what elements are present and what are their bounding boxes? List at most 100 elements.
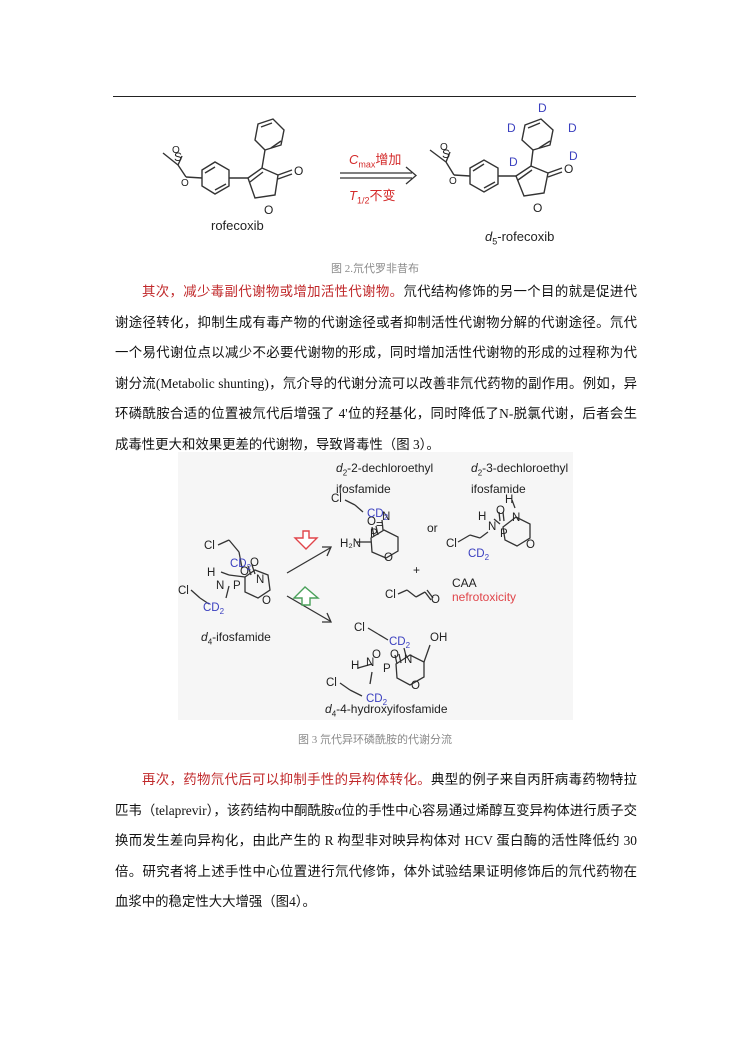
svg-text:O: O xyxy=(172,145,180,156)
svg-text:CD2: CD2 xyxy=(468,548,490,562)
d5-rofecoxib-label: d5-rofecoxib xyxy=(485,229,554,247)
svg-text:O: O xyxy=(449,176,457,187)
svg-text:N: N xyxy=(488,521,496,533)
thalf-text: 不变 xyxy=(369,188,396,203)
svg-text:O: O xyxy=(250,557,259,569)
svg-text:O: O xyxy=(262,595,271,607)
svg-text:Cl: Cl xyxy=(326,677,337,689)
d2-2-prefix: d xyxy=(336,461,343,475)
label-d2-3-dechloroethyl: d2-3-dechloroethyl ifosfamide xyxy=(471,460,568,497)
svg-text:S: S xyxy=(174,150,182,164)
svg-text:OH: OH xyxy=(430,632,447,644)
svg-text:CD2: CD2 xyxy=(389,636,411,650)
svg-text:O: O xyxy=(384,552,393,564)
svg-text:S: S xyxy=(442,147,450,161)
d2-3-ifosfamide: ifosfamide xyxy=(471,482,526,497)
paragraph-chiral-isomer: 再次，药物氘代后可以抑制手性的异构体转化。典型的例子来自丙肝病毒药物特拉匹韦（t… xyxy=(115,765,637,918)
svg-text:D: D xyxy=(509,155,518,169)
paragraph-metabolic-shunting: 其次，减少毒副代谢物或增加活性代谢物。氘代结构修饰的另一个目的就是促进代谢途径转… xyxy=(115,277,637,460)
nephrotoxicity-label: nefrotoxicity xyxy=(452,590,517,604)
svg-text:CD2: CD2 xyxy=(230,558,252,572)
svg-text:P: P xyxy=(500,528,508,540)
svg-text:O: O xyxy=(367,516,376,528)
svg-text:N: N xyxy=(512,512,520,524)
svg-text:Cl: Cl xyxy=(446,538,457,550)
svg-text:N: N xyxy=(216,580,224,592)
d4h-sub: 4 xyxy=(331,709,337,719)
d2-2-text: -2-dechloroethyl xyxy=(347,461,434,475)
svg-text:O: O xyxy=(440,142,448,153)
svg-text:N: N xyxy=(256,574,264,586)
svg-text:H₂N: H₂N xyxy=(340,538,361,550)
paragraph1-highlight: 其次，减少毒副代谢物或增加活性代谢物。 xyxy=(142,284,404,299)
svg-text:O: O xyxy=(496,505,505,517)
svg-text:P: P xyxy=(233,580,241,592)
svg-text:H: H xyxy=(207,567,215,579)
d2-3-sub: 2 xyxy=(477,468,483,478)
svg-text:O: O xyxy=(431,594,440,606)
cmax-sub: max xyxy=(358,159,376,170)
svg-text:O: O xyxy=(240,566,249,578)
svg-text:O: O xyxy=(372,649,381,661)
svg-text:N: N xyxy=(382,511,390,523)
svg-text:CD2: CD2 xyxy=(366,693,388,707)
d5-suffix: -rofecoxib xyxy=(497,229,555,244)
svg-text:O: O xyxy=(564,162,573,176)
d2-3-text: -3-dechloroethyl xyxy=(482,461,569,475)
cmax-c: C xyxy=(349,152,359,167)
svg-text:P: P xyxy=(383,663,391,675)
svg-text:D: D xyxy=(569,149,578,163)
svg-text:Cl: Cl xyxy=(385,589,396,601)
thalf-sub: 1/2 xyxy=(356,195,370,206)
svg-text:D: D xyxy=(538,101,547,115)
svg-text:Cl: Cl xyxy=(331,493,342,505)
svg-text:CD2: CD2 xyxy=(203,602,225,616)
svg-text:Cl: Cl xyxy=(178,585,189,597)
svg-text:H: H xyxy=(478,511,486,523)
svg-text:=: = xyxy=(376,519,383,531)
svg-text:H: H xyxy=(505,494,513,506)
paragraph1-body: 氘代结构修饰的另一个目的就是促进代谢途径转化，抑制生成有毒产物的代谢途径或者抑制… xyxy=(115,284,638,452)
d5-prefix: d xyxy=(485,229,493,244)
or-label: or xyxy=(427,521,438,535)
svg-text:O: O xyxy=(411,680,420,692)
paragraph2-body: 典型的例子来自丙肝病毒药物特拉匹韦（telaprevir），该药结构中酮酰胺α位… xyxy=(115,772,638,909)
svg-text:D: D xyxy=(507,121,516,135)
cmax-text: 增加 xyxy=(375,152,402,167)
svg-text:N: N xyxy=(366,657,374,669)
paragraph2-highlight: 再次，药物氘代后可以抑制手性的异构体转化。 xyxy=(142,772,431,787)
plus-label: + xyxy=(413,563,421,577)
figure-3-caption: 图 3 氘代异环磷酰胺的代谢分流 xyxy=(298,734,452,746)
rofecoxib-label: rofecoxib xyxy=(211,218,264,233)
d2-2-sub: 2 xyxy=(342,468,348,478)
header-rule xyxy=(113,96,636,97)
svg-text:O: O xyxy=(294,164,303,178)
svg-text:Cl: Cl xyxy=(354,622,365,634)
svg-text:O: O xyxy=(533,201,542,215)
svg-text:H: H xyxy=(351,660,359,672)
arrow-bottom-label: T1/2不变 xyxy=(349,185,395,206)
svg-text:P: P xyxy=(370,528,378,540)
figure-2-caption: 图 2.氘代罗非昔布 xyxy=(331,263,419,275)
svg-text:N: N xyxy=(404,654,412,666)
svg-text:O: O xyxy=(181,178,189,189)
d4h-text: -4-hydroxyifosfamide xyxy=(336,702,448,716)
d4-ifosfamide-label: d4-ifosfamide xyxy=(201,630,271,646)
d4-hydroxyifosfamide-label: d4-4-hydroxyifosfamide xyxy=(325,702,448,718)
d5-sub: 5 xyxy=(492,236,498,247)
d4-sub: 4 xyxy=(207,637,213,647)
label-d2-2-dechloroethyl: d2-2-dechloroethyl ifosfamide xyxy=(336,460,433,497)
thalf-t: T xyxy=(349,188,357,203)
d2-2-ifosfamide: ifosfamide xyxy=(336,482,391,497)
d2-3-prefix: d xyxy=(471,461,478,475)
caa-label: CAA xyxy=(452,576,477,590)
d4h-prefix: d xyxy=(325,702,332,716)
svg-text:CD2: CD2 xyxy=(367,508,389,522)
arrow-top-label: Cmax增加 xyxy=(349,149,401,170)
svg-text:O: O xyxy=(390,649,399,661)
d4-prefix: d xyxy=(201,630,208,644)
d4-text: -ifosfamide xyxy=(212,630,271,644)
svg-text:Cl: Cl xyxy=(204,540,215,552)
